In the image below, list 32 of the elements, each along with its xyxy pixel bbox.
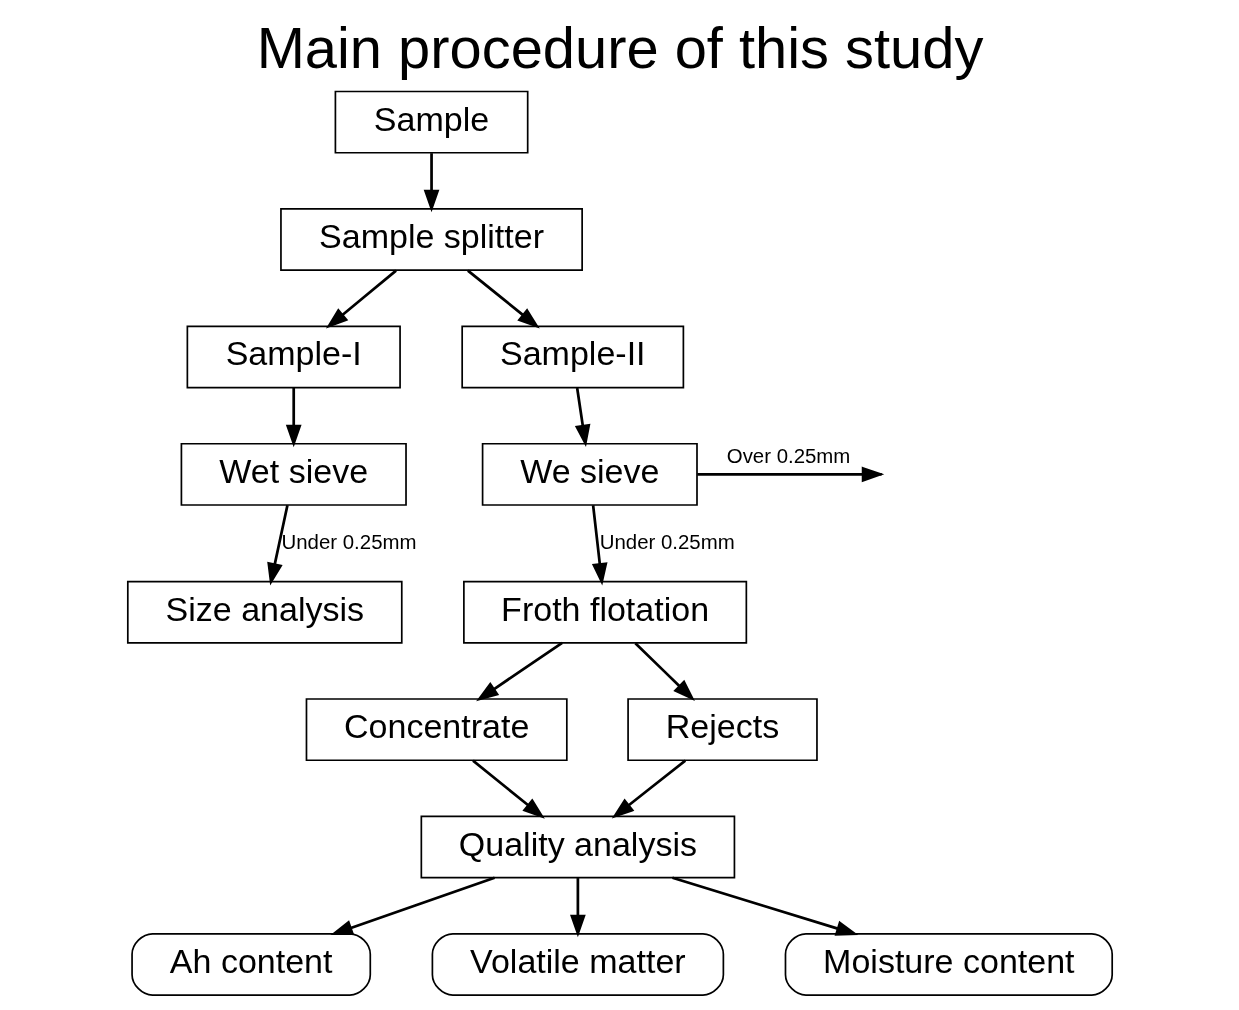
arrow: [574, 387, 590, 448]
arrow: [475, 641, 563, 702]
node-box: Rejects: [626, 698, 818, 762]
node-box: Sample splitter: [279, 208, 583, 272]
edge-label: Under 0.25mm: [599, 530, 735, 553]
node-box: We sieve: [481, 442, 698, 506]
node-box: Froth flotation: [462, 580, 747, 644]
arrow: [671, 876, 858, 936]
node-box: Volatile matter: [431, 932, 724, 996]
arrow: [285, 388, 302, 448]
arrow: [325, 269, 397, 329]
arrow: [569, 878, 586, 938]
edge-label: Under 0.25mm: [281, 530, 416, 553]
diagram-title: Main procedure of this study: [256, 16, 983, 81]
node-box: Concentrate: [305, 698, 568, 762]
arrow: [423, 153, 439, 213]
edge-label: Over 0.25mm: [726, 445, 850, 468]
node-box: Quality analysis: [420, 815, 735, 879]
node-box: Wet sieve: [180, 442, 407, 506]
node-box: Ah content: [130, 932, 371, 996]
node-box: Sample-I: [186, 325, 401, 389]
arrow: [471, 759, 545, 819]
node-box: Moisture content: [784, 932, 1113, 996]
arrow: [266, 504, 289, 586]
arrow: [466, 269, 540, 329]
arrow: [611, 759, 686, 819]
arrow: [591, 505, 608, 586]
node-box: Sample: [334, 90, 529, 154]
node-box: Sample-II: [460, 325, 684, 389]
arrow: [329, 876, 495, 936]
node-box: Size analysis: [126, 580, 403, 644]
arrow: [633, 642, 695, 702]
